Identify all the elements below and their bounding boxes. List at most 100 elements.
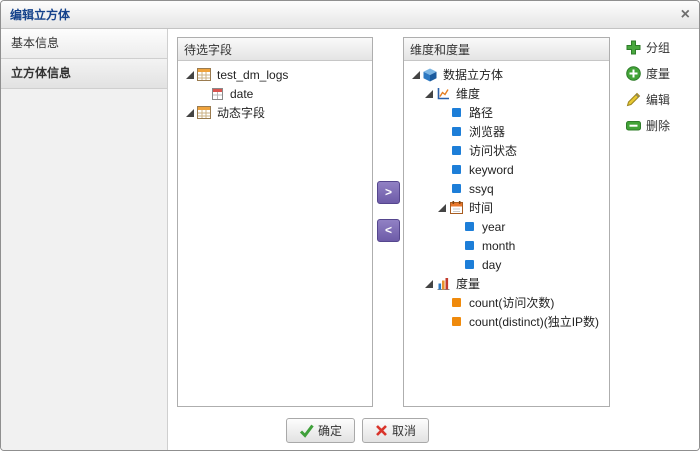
expander-spacer xyxy=(436,183,448,195)
fields-panel-title: 待选字段 xyxy=(184,42,233,57)
tree-node-label: 时间 xyxy=(469,201,494,215)
tree-node-label: day xyxy=(482,257,502,272)
action-label: 度量 xyxy=(646,67,671,81)
dialog-titlebar: 编辑立方体 × xyxy=(1,1,699,29)
measure-icon xyxy=(435,277,451,290)
expander-spacer xyxy=(197,88,209,100)
expander-spacer xyxy=(436,297,448,309)
tree-node[interactable]: 浏览器 xyxy=(406,122,607,141)
dimension-item-icon xyxy=(448,127,464,136)
expander-spacer xyxy=(436,126,448,138)
tree-node-label: 维度 xyxy=(456,87,481,101)
expander-icon[interactable] xyxy=(436,202,448,214)
check-icon xyxy=(299,423,314,438)
tree-node[interactable]: 度量 xyxy=(406,274,607,293)
cube-panel-title: 维度和度量 xyxy=(410,42,471,57)
cube-panel: 维度和度量 数据立方体维度路径浏览器访问状态 keyword ssyq 时间 year m… xyxy=(403,37,610,407)
action-list: 分组度量编辑删除 xyxy=(626,39,670,134)
expander-icon[interactable] xyxy=(184,69,196,81)
action-label: 编辑 xyxy=(646,93,671,107)
tree-node-label: month xyxy=(482,238,516,253)
dimension-item-icon xyxy=(448,165,464,174)
cube-panel-header: 维度和度量 xyxy=(404,38,609,61)
expander-icon[interactable] xyxy=(184,107,196,119)
action-label: 删除 xyxy=(646,119,671,133)
tree-node[interactable]: date xyxy=(180,84,370,103)
tree-node-label: ssyq xyxy=(469,181,494,196)
cancel-x-icon xyxy=(375,424,388,437)
tree-node[interactable]: test_dm_logs xyxy=(180,65,370,84)
expander-spacer xyxy=(436,316,448,328)
sidebar: 基本信息立方体信息 xyxy=(1,29,168,450)
add-measure-icon xyxy=(626,66,641,81)
expander-spacer xyxy=(449,259,461,271)
expander-icon[interactable] xyxy=(423,88,435,100)
tree-node-label: keyword xyxy=(469,162,514,177)
date-field-icon xyxy=(209,87,225,100)
tree-node[interactable]: day xyxy=(406,255,607,274)
add-measure-action[interactable]: 度量 xyxy=(626,65,670,82)
ok-button[interactable]: 确定 xyxy=(286,418,356,443)
cube-tree: 数据立方体维度路径浏览器访问状态 keyword ssyq 时间 year month da… xyxy=(404,61,609,406)
tree-node-label: 度量 xyxy=(456,277,481,291)
tree-node[interactable]: ssyq xyxy=(406,179,607,198)
add-group-action[interactable]: 分组 xyxy=(626,39,670,56)
action-label: 分组 xyxy=(646,41,671,55)
tree-node-label: count(distinct)(独立IP数) xyxy=(469,315,600,329)
sidebar-tab-cube-info[interactable]: 立方体信息 xyxy=(1,59,167,89)
tree-node-label: 动态字段 xyxy=(217,106,266,120)
tree-node-label: 访问状态 xyxy=(469,144,518,158)
tree-node-label: 数据立方体 xyxy=(443,68,504,82)
tree-node[interactable]: month xyxy=(406,236,607,255)
expander-icon[interactable] xyxy=(423,278,435,290)
cancel-button[interactable]: 取消 xyxy=(362,418,430,443)
table-icon xyxy=(196,68,212,81)
sidebar-tab-basic-info[interactable]: 基本信息 xyxy=(1,29,167,59)
expander-icon[interactable] xyxy=(410,69,422,81)
tree-node-label: count(访问次数) xyxy=(469,296,555,310)
expander-spacer xyxy=(449,240,461,252)
move-left-button[interactable]: < xyxy=(377,219,400,242)
time-icon xyxy=(448,201,464,214)
tree-node[interactable]: 维度 xyxy=(406,84,607,103)
tree-node[interactable]: 路径 xyxy=(406,103,607,122)
tree-node[interactable]: 动态字段 xyxy=(180,103,370,122)
dimension-item-icon xyxy=(461,241,477,250)
move-right-button[interactable]: > xyxy=(377,181,400,204)
delete-icon xyxy=(626,118,641,133)
dimension-icon xyxy=(435,87,451,101)
tree-node[interactable]: 时间 xyxy=(406,198,607,217)
fields-panel-header: 待选字段 xyxy=(178,38,372,61)
edit-action[interactable]: 编辑 xyxy=(626,91,670,108)
tree-node[interactable]: 访问状态 xyxy=(406,141,607,160)
tree-node-label: 路径 xyxy=(469,106,494,120)
dialog-title: 编辑立方体 xyxy=(10,8,71,22)
dimension-item-icon xyxy=(461,222,477,231)
dimension-item-icon xyxy=(448,146,464,155)
add-group-icon xyxy=(626,40,641,55)
measure-item-icon xyxy=(448,317,464,326)
expander-spacer xyxy=(436,145,448,157)
cancel-button-label: 取消 xyxy=(392,424,417,438)
table-icon xyxy=(196,106,212,119)
measure-item-icon xyxy=(448,298,464,307)
tree-node[interactable]: 数据立方体 xyxy=(406,65,607,84)
tree-node[interactable]: year xyxy=(406,217,607,236)
close-icon[interactable]: × xyxy=(680,5,690,23)
dimension-item-icon xyxy=(461,260,477,269)
tree-node[interactable]: count(distinct)(独立IP数) xyxy=(406,312,607,331)
tree-node-label: 浏览器 xyxy=(469,125,506,139)
tree-node[interactable]: count(访问次数) xyxy=(406,293,607,312)
footer: 确定 取消 xyxy=(286,418,430,443)
dimension-item-icon xyxy=(448,184,464,193)
dimension-item-icon xyxy=(448,108,464,117)
tree-node[interactable]: keyword xyxy=(406,160,607,179)
expander-spacer xyxy=(449,221,461,233)
tree-node-label: test_dm_logs xyxy=(217,67,289,82)
delete-action[interactable]: 删除 xyxy=(626,117,670,134)
expander-spacer xyxy=(436,107,448,119)
